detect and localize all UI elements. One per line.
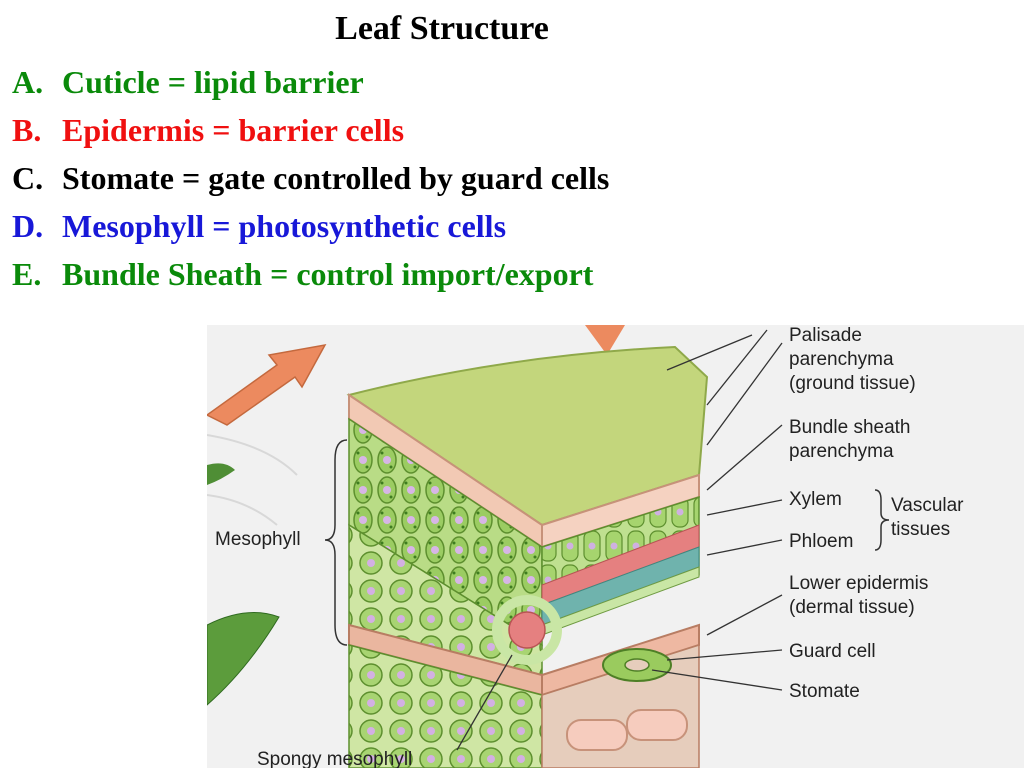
item-letter: D. xyxy=(12,207,44,244)
arrow-icon xyxy=(585,325,625,355)
leaf-icon xyxy=(207,612,280,706)
list-item-b: B. Epidermis = barrier cells xyxy=(12,106,1012,154)
leaf-diagram: Mesophyll Palisade parenchyma (ground ti… xyxy=(207,325,1024,768)
bundle-sheath-ring xyxy=(492,595,562,665)
item-letter: C. xyxy=(12,159,44,196)
stomate-opening xyxy=(624,658,650,672)
mesophyll-bracket xyxy=(324,439,348,646)
list-item-c: C. Stomate = gate controlled by guard ce… xyxy=(12,154,1012,202)
leaf-icon xyxy=(207,463,235,485)
label-stomate: Stomate xyxy=(789,681,860,702)
label-lower-epidermis-2: (dermal tissue) xyxy=(789,597,915,618)
item-letter: B. xyxy=(12,111,42,148)
label-palisade-2: parenchyma xyxy=(789,349,894,370)
item-text: Cuticle = lipid barrier xyxy=(62,63,364,100)
item-text: Mesophyll = photosynthetic cells xyxy=(62,207,507,244)
item-text: Epidermis = barrier cells xyxy=(62,111,405,148)
vascular-bracket xyxy=(874,489,890,551)
list-item-a: A. Cuticle = lipid barrier xyxy=(12,58,1012,106)
label-xylem: Xylem xyxy=(789,489,842,510)
item-text: Bundle Sheath = control import/export xyxy=(62,255,594,292)
definition-list: A. Cuticle = lipid barrier B. Epidermis … xyxy=(12,58,1012,298)
list-item-e: E. Bundle Sheath = control import/export xyxy=(12,250,1012,298)
label-bundle-sheath-1: Bundle sheath xyxy=(789,417,911,438)
label-phloem: Phloem xyxy=(789,531,853,552)
label-palisade-1: Palisade xyxy=(789,325,862,346)
label-spongy-mesophyll: Spongy mesophyll xyxy=(257,749,412,768)
item-text: Stomate = gate controlled by guard cells xyxy=(62,159,610,196)
label-guard-cell: Guard cell xyxy=(789,641,876,662)
label-mesophyll: Mesophyll xyxy=(215,529,301,550)
leaf-top-surface xyxy=(346,345,709,527)
label-palisade-3: (ground tissue) xyxy=(789,373,916,394)
slide-title: Leaf Structure xyxy=(335,10,549,47)
label-lower-epidermis-1: Lower epidermis xyxy=(789,573,928,594)
item-letter: A. xyxy=(12,63,44,100)
item-letter: E. xyxy=(12,255,42,292)
label-vascular-2: tissues xyxy=(891,519,950,540)
label-vascular-1: Vascular xyxy=(891,495,964,516)
label-bundle-sheath-2: parenchyma xyxy=(789,441,894,462)
arrow-icon xyxy=(207,343,327,426)
list-item-d: D. Mesophyll = photosynthetic cells xyxy=(12,202,1012,250)
leaf-cross-section-illustration: Mesophyll Palisade parenchyma (ground ti… xyxy=(207,325,1024,768)
